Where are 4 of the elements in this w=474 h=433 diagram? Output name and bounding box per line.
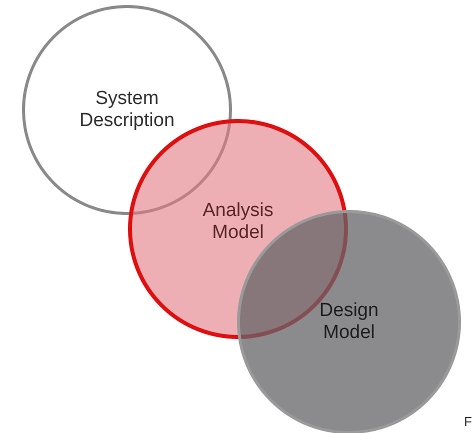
circle-label: Analysis Model [202, 200, 274, 244]
circle-label: System Description [78, 88, 176, 132]
circle-label: Design Model [318, 300, 380, 344]
corner-text: F [464, 414, 472, 429]
